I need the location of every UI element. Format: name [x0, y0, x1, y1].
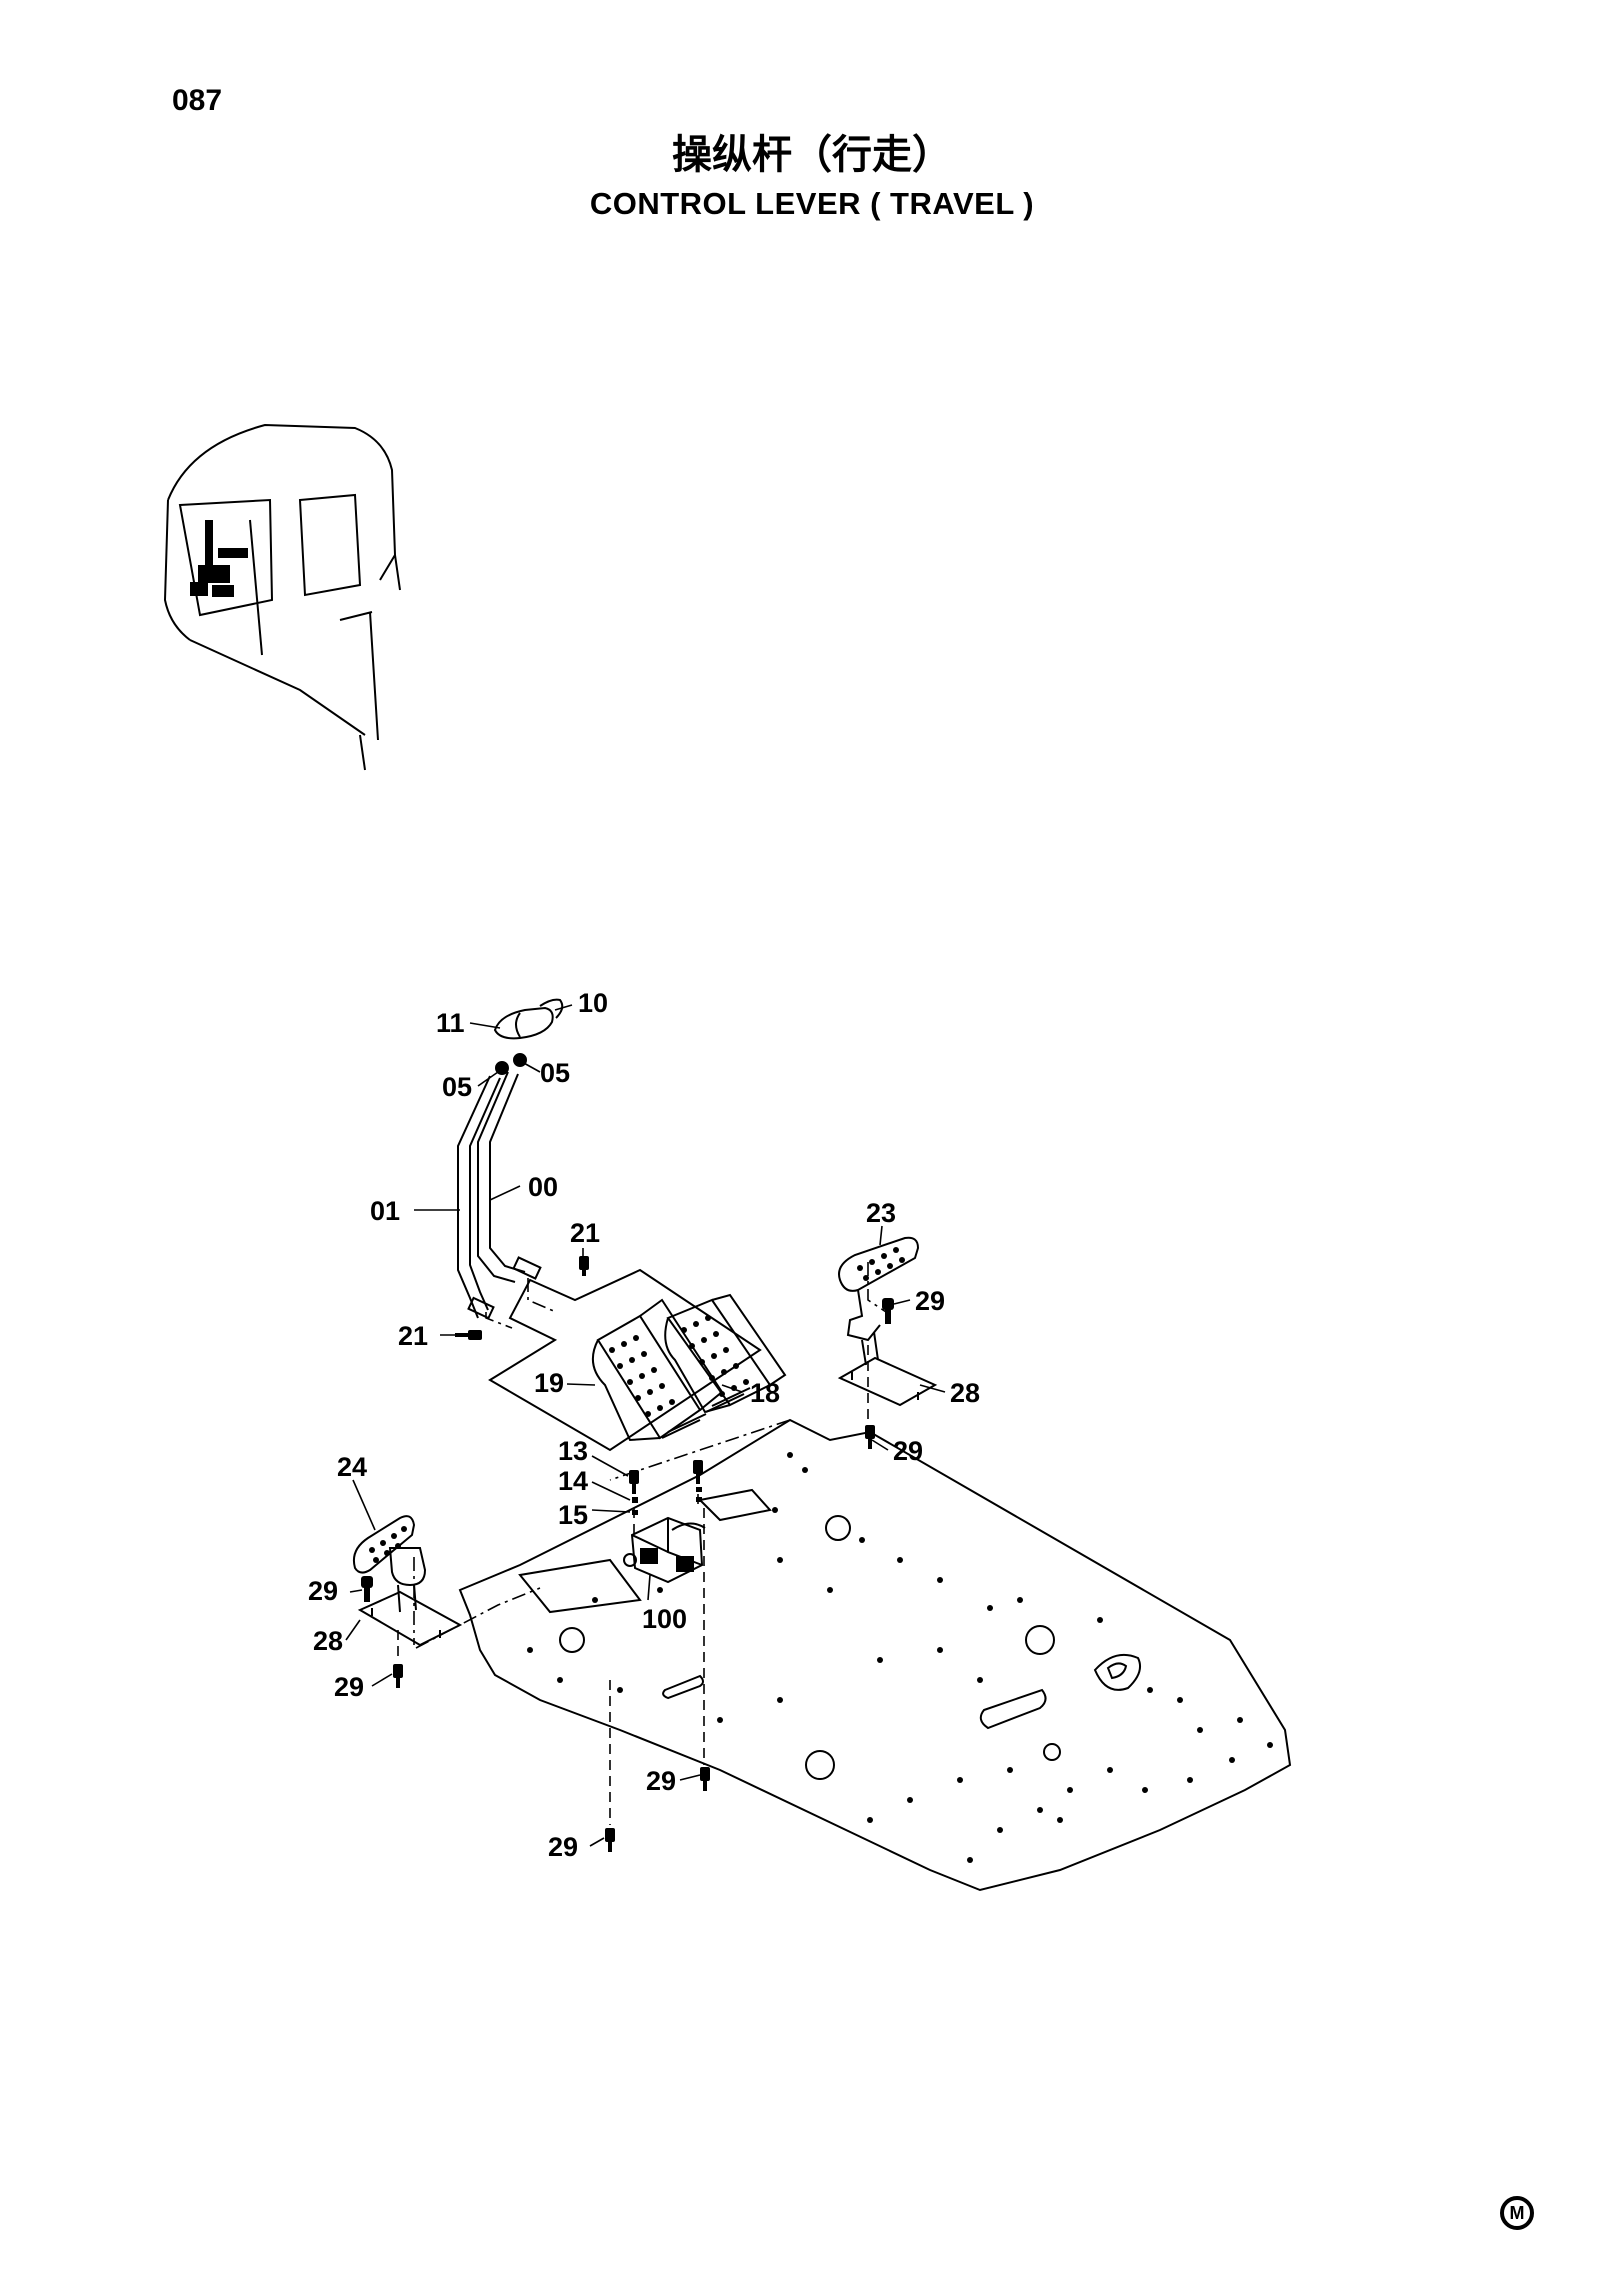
callout-28-left: 28: [313, 1626, 343, 1656]
callout-01: 01: [370, 1196, 400, 1226]
assembly-guides: [413, 1262, 887, 1649]
callout-29-bottom-left: 29: [548, 1832, 578, 1862]
callout-28-right: 28: [950, 1378, 980, 1408]
callout-labels: 10 11 05 05 00 01 21 21 19 18 23 29 28 2…: [308, 988, 980, 1862]
lever-knob: [493, 998, 564, 1040]
callout-21-lower: 21: [398, 1321, 428, 1351]
title-chinese: 操纵杆（行走）: [672, 132, 952, 178]
plate-holes: [527, 1452, 1273, 1863]
floor-plate: [458, 1418, 1292, 1892]
bolt-guides: [397, 1345, 869, 1825]
callout-15: 15: [558, 1500, 588, 1530]
callout-23: 23: [866, 1198, 896, 1228]
callout-05-right: 05: [540, 1058, 570, 1088]
callout-29-bottom-right: 29: [646, 1766, 676, 1796]
callout-29-left-upper: 29: [308, 1576, 338, 1606]
leader-lines: [345, 1004, 946, 1847]
callout-29-right-lower: 29: [893, 1436, 923, 1466]
callout-05-left: 05: [442, 1072, 472, 1102]
callout-19: 19: [534, 1368, 564, 1398]
cab-lever-highlight: [190, 520, 248, 597]
title-english: CONTROL LEVER ( TRAVEL ): [589, 186, 1035, 221]
callout-29-left-lower: 29: [334, 1672, 364, 1702]
pedal-cover-outline: [488, 1268, 762, 1452]
pilot-valve: [623, 1516, 706, 1584]
travel-pedals: [591, 1293, 787, 1442]
callout-100: 100: [642, 1604, 687, 1634]
callout-00: 00: [528, 1172, 558, 1202]
callout-21-upper: 21: [570, 1218, 600, 1248]
left-pedal-assembly: [352, 1515, 463, 1647]
page-number: 087: [172, 84, 223, 117]
callout-13: 13: [558, 1436, 588, 1466]
bolts: [361, 1256, 894, 1852]
callout-18: 18: [750, 1378, 780, 1408]
corner-mark: M: [1500, 2196, 1534, 2230]
cab-location-inset: [163, 423, 401, 771]
nut-05-left: [495, 1061, 509, 1075]
callout-29-right-upper: 29: [915, 1286, 945, 1316]
callout-24: 24: [337, 1452, 367, 1482]
lever-rods: [457, 1071, 542, 1320]
right-pedal-assembly: [837, 1236, 938, 1407]
callout-10: 10: [578, 988, 608, 1018]
callout-11: 11: [436, 1008, 465, 1038]
nut-05-right: [513, 1053, 527, 1067]
callout-14: 14: [558, 1466, 588, 1496]
